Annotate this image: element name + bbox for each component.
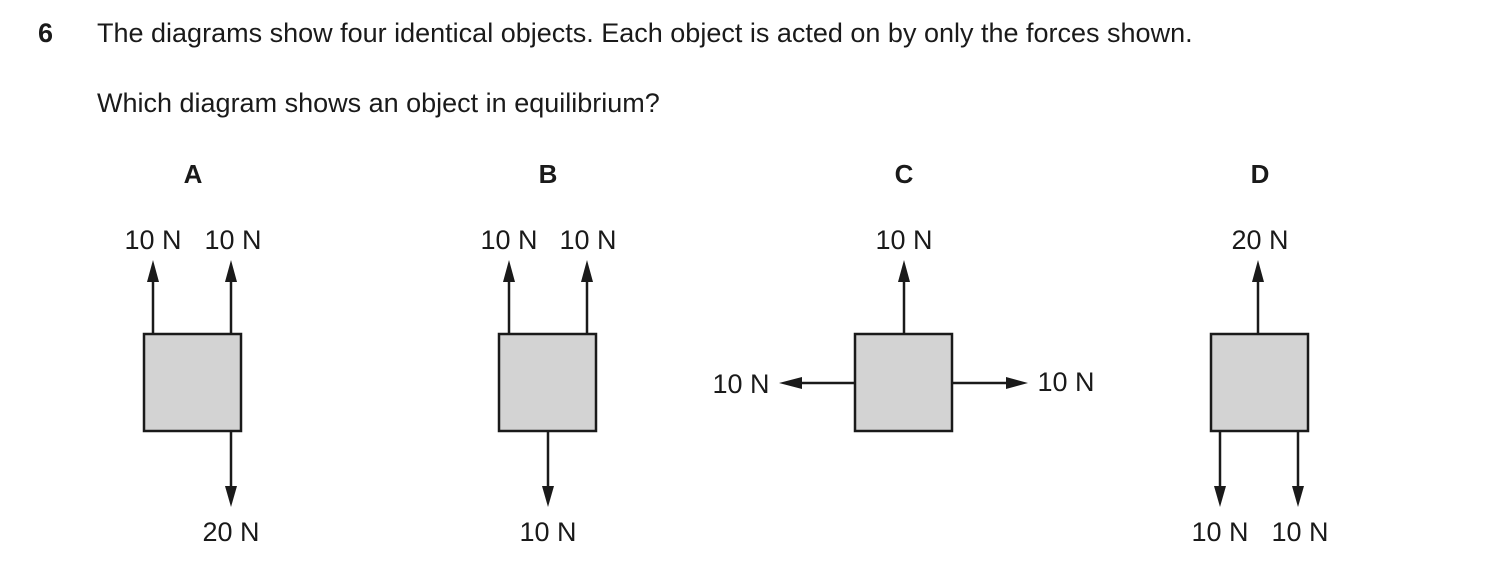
force-label: 10 N [1271,517,1328,547]
object-box [497,332,598,433]
object-box [853,332,954,433]
arrowhead [1214,486,1226,507]
question-text: The diagrams show four identical objects… [97,18,1193,48]
force-label: 10 N [124,225,181,255]
arrowhead [1292,486,1304,507]
option-c-label: C [895,159,914,189]
arrowhead [1252,260,1264,282]
option-d-diagram[interactable]: D 20 N 10 N 10 N [1191,159,1328,547]
force-label: 10 N [875,225,932,255]
force-label: 10 N [559,225,616,255]
arrowhead [779,377,802,389]
arrowhead [898,260,910,282]
force-label: 10 N [519,517,576,547]
object-box [1209,332,1310,433]
force-label: 10 N [480,225,537,255]
option-b-diagram[interactable]: B 10 N 10 N 10 N [480,159,616,547]
arrowhead [1006,377,1028,389]
arrowhead [503,260,515,282]
question-number: 6 [38,18,54,48]
arrowhead [225,486,237,507]
arrowhead [147,260,159,282]
arrowhead [581,260,593,282]
object-box [142,332,243,433]
force-label: 20 N [1231,225,1288,255]
option-c-diagram[interactable]: C 10 N 10 N 10 N [712,159,1095,433]
option-d-label: D [1251,159,1270,189]
arrowhead [225,260,237,282]
option-a-label: A [184,159,203,189]
force-label: 10 N [712,369,769,399]
force-label: 10 N [204,225,261,255]
force-label: 10 N [1191,517,1248,547]
option-a-diagram[interactable]: A 10 N 10 N 20 N [124,159,261,547]
question-prompt: Which diagram shows an object in equilib… [97,88,660,118]
force-label: 10 N [1037,367,1094,397]
arrowhead [542,486,554,507]
force-label: 20 N [202,517,259,547]
option-b-label: B [539,159,558,189]
